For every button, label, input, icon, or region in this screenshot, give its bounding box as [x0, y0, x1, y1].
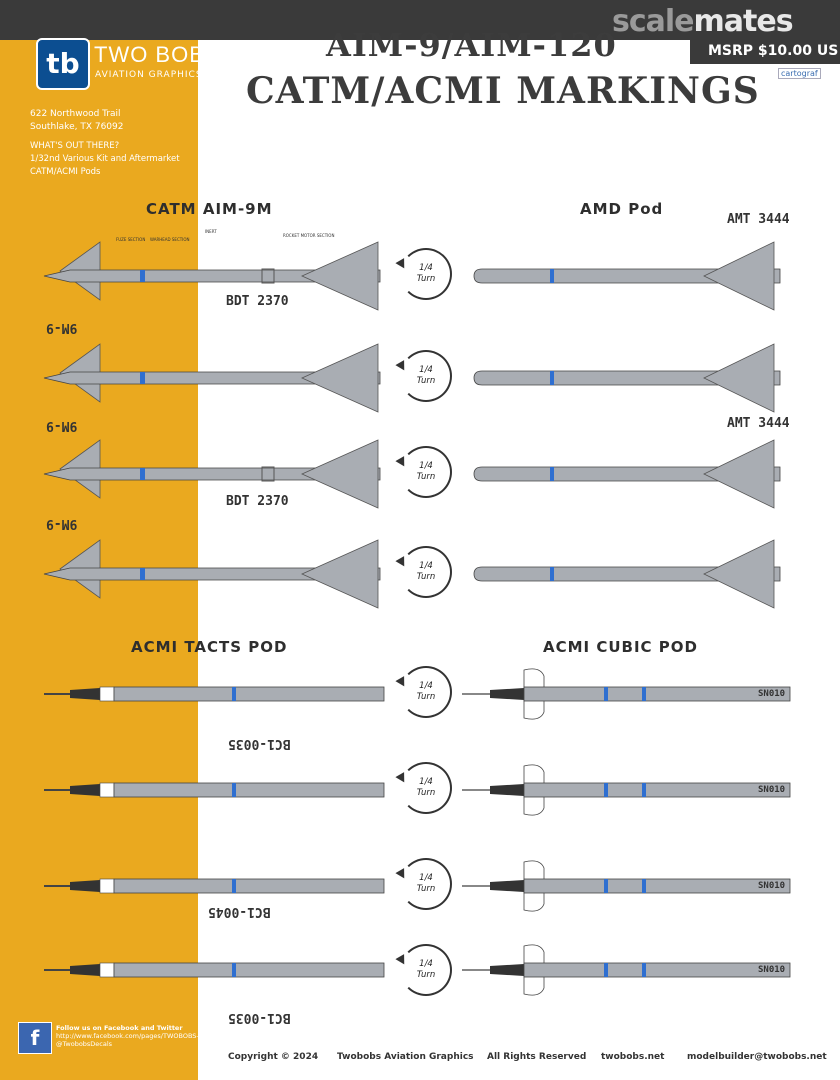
website-link[interactable]: twobobs.net — [601, 1052, 665, 1062]
watermark-part-b: mates — [693, 4, 794, 39]
marking-9m-3: 9M-9 — [46, 516, 78, 531]
marking-amt-1: AMT 3444 — [727, 212, 790, 227]
amd-pod-4 — [473, 539, 781, 609]
msrp-banner — [690, 40, 840, 64]
marking-bdt-1: BDT 2370 — [226, 294, 289, 309]
whats-title: WHAT'S OUT THERE? — [30, 141, 120, 151]
marking-bdt-2: BDT 2370 — [226, 494, 289, 509]
turn-label-b: Turn — [416, 572, 436, 582]
follow-title: Follow us on Facebook and Twitter — [56, 1024, 183, 1032]
amd-pod-2 — [473, 343, 781, 413]
cubic-pod-3 — [462, 860, 791, 912]
cubic-pod-2 — [462, 764, 791, 816]
marking-9m-1: 9M-9 — [46, 320, 78, 335]
section-tacts: ACMI TACTS POD — [131, 638, 288, 656]
turn-label-a: 1/4 — [419, 561, 433, 571]
marking-sn-4: SN010 — [758, 965, 786, 975]
marking-bc45: BC1-0045 — [208, 904, 271, 919]
email-link[interactable]: modelbuilder@twobobs.net — [687, 1052, 827, 1062]
turn-label-a: 1/4 — [419, 959, 433, 969]
follow-handle[interactable]: @TwobobsDecals — [56, 1040, 113, 1048]
marking-amt-2: AMT 3444 — [727, 416, 790, 431]
brand-name: TWO BOBS — [94, 42, 221, 67]
scalemates-watermark: scalemates — [612, 4, 794, 39]
stencil-warhead: WARHEAD SECTION — [150, 237, 190, 242]
address-line-2: Southlake, TX 76092 — [30, 122, 124, 132]
tacts-pod-1 — [44, 686, 385, 702]
amd-pod-1 — [473, 241, 781, 311]
tacts-pod-2 — [44, 782, 385, 798]
turn-label-b: Turn — [416, 884, 436, 894]
cartograf-logo: cartograf — [778, 68, 821, 79]
copyright: Copyright © 2024 — [228, 1052, 319, 1062]
amd-pod-3 — [473, 439, 781, 509]
aim9-missile-2 — [43, 343, 381, 413]
follow-url[interactable]: http://www.facebook.com/pages/TWOBOBS-DE… — [56, 1032, 225, 1040]
marking-sn-2: SN010 — [758, 785, 786, 795]
turn-label-a: 1/4 — [419, 461, 433, 471]
address-line-1: 622 Northwood Trail — [30, 109, 121, 119]
turn-label-a: 1/4 — [419, 365, 433, 375]
company-name: Twobobs Aviation Graphics — [337, 1052, 474, 1062]
scalemates-banner — [0, 0, 840, 40]
watermark-part-a: scale — [612, 4, 695, 39]
title-line-2: CATM/ACMI MARKINGS — [246, 70, 760, 112]
turn-label-a: 1/4 — [419, 681, 433, 691]
two-bobs-logo: tb — [36, 38, 90, 90]
turn-label-a: 1/4 — [419, 873, 433, 883]
turn-label-b: Turn — [416, 472, 436, 482]
marking-sn-3: SN010 — [758, 881, 786, 891]
tacts-pod-4 — [44, 962, 385, 978]
marking-bc35-1: BC1-0035 — [228, 736, 291, 751]
marking-9m-2: 9M-9 — [46, 418, 78, 433]
title-line-1: AIM-9/AIM-120 — [326, 26, 617, 64]
cubic-pod-4 — [462, 944, 791, 996]
marking-bc35-2: BC1-0035 — [228, 1010, 291, 1025]
whats-line-2: CATM/ACMI Pods — [30, 167, 101, 177]
stencil-fuze: FUZE SECTION — [116, 237, 146, 242]
turn-label-a: 1/4 — [419, 777, 433, 787]
msrp-price: MSRP $10.00 US — [708, 43, 839, 59]
turn-label-a: 1/4 — [419, 263, 433, 273]
turn-label-b: Turn — [416, 788, 436, 798]
address: 622 Northwood Trail Southlake, TX 76092 — [30, 108, 123, 134]
turn-label-b: Turn — [416, 692, 436, 702]
aim9-missile-3 — [43, 439, 381, 509]
whats-out-there: WHAT'S OUT THERE? 1/32nd Various Kit and… — [30, 140, 180, 179]
rights: All Rights Reserved — [487, 1052, 587, 1062]
stencil-rocket: ROCKET MOTOR SECTION — [283, 233, 335, 238]
yellow-side-panel — [0, 0, 198, 1080]
turn-label-b: Turn — [416, 274, 436, 284]
aim9-missile-4 — [43, 539, 381, 609]
whats-line-1: 1/32nd Various Kit and Aftermarket — [30, 154, 180, 164]
section-cubic: ACMI CUBIC POD — [543, 638, 698, 656]
marking-sn-1: SN010 — [758, 689, 786, 699]
turn-label-b: Turn — [416, 970, 436, 980]
cubic-pod-1 — [462, 668, 791, 720]
section-amd: AMD Pod — [580, 200, 664, 218]
stencil-inert: INERT — [205, 229, 217, 234]
section-catm: CATM AIM-9M — [146, 200, 273, 218]
aim9-missile-1 — [43, 241, 381, 311]
follow-us: Follow us on Facebook and Twitter http:/… — [56, 1024, 225, 1048]
facebook-icon[interactable]: f — [18, 1022, 52, 1054]
turn-label-b: Turn — [416, 376, 436, 386]
tacts-pod-3 — [44, 878, 385, 894]
brand-tagline: AVIATION GRAPHICS — [95, 70, 203, 80]
